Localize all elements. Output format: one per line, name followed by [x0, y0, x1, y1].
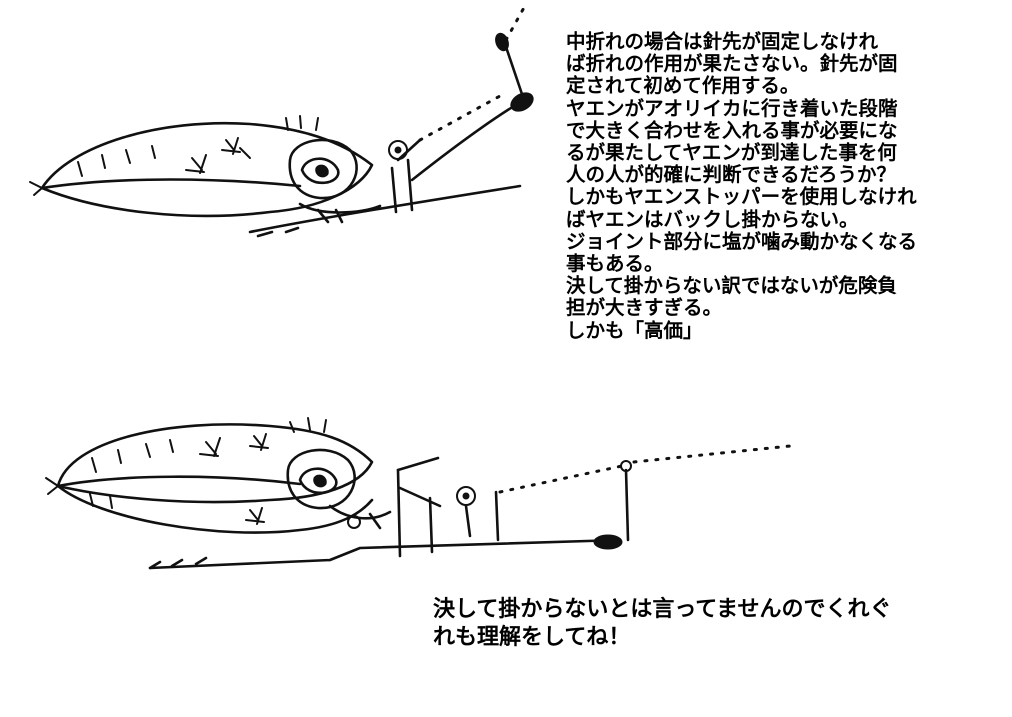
explanation-line: ばヤエンはバックし掛からない。 [566, 207, 859, 231]
explanation-line: るが果たしてヤエンが到達した事を何 [566, 141, 897, 165]
top-yaen-rig [388, 2, 534, 214]
explanation-line: ば折れの作用が果たさない。針先が固 [566, 52, 898, 76]
top-squid-drawing [29, 115, 522, 238]
explanation-line: ヤエンがアオリイカに行き着いた段階 [566, 96, 898, 120]
explanation-text: 中折れの場合は針先が固定しなけれ ば折れの作用が果たさない。針先が固 定されて初… [566, 30, 986, 342]
explanation-line: しかも「高価」 [566, 318, 703, 342]
explanation-line: 人の人が的確に判断できるだろうか？ [566, 163, 896, 187]
explanation-line: 決して掛からない訳ではないが危険負 [566, 274, 897, 298]
explanation-line: しかもヤエンストッパーを使用しなけれ [566, 185, 917, 209]
bottom-yaen-rig [148, 444, 792, 570]
explanation-line: 担が大きすぎる。 [566, 296, 723, 320]
explanation-line: で大きく合わせを入れる事が必要にな [566, 118, 898, 142]
explanation-line: 事もある。 [566, 252, 664, 276]
caption-text: 決して掛からないとは言ってませんのでくれぐ れも理解をしてね！ [433, 596, 993, 652]
bottom-squid-drawing [45, 417, 392, 534]
caption-line: れも理解をしてね！ [433, 625, 631, 650]
explanation-line: ジョイント部分に塩が噛み動かなくなる [566, 229, 918, 253]
explanation-line: 中折れの場合は針先が固定しなけれ [566, 30, 879, 53]
explanation-line: 定されて初めて作用する。 [566, 74, 800, 98]
caption-line: 決して掛からないとは言ってませんのでくれぐ [433, 597, 892, 622]
